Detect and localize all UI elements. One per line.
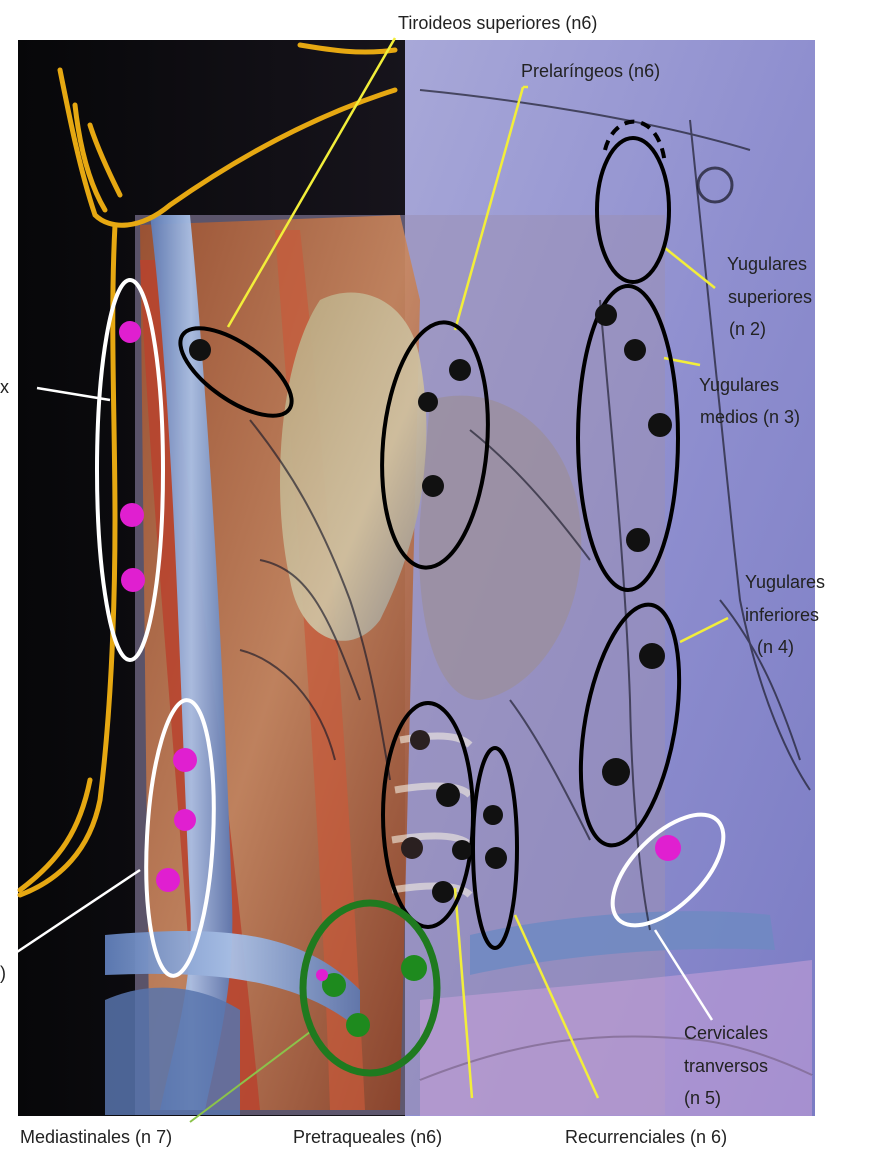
lymph-node [189, 339, 211, 361]
lymph-node [121, 568, 145, 592]
lymph-node [410, 730, 430, 750]
lymph-node [401, 955, 427, 981]
lymph-node [648, 413, 672, 437]
lymph-node [422, 475, 444, 497]
lymph-node [401, 837, 423, 859]
label-left-cut-bottom: ) [0, 962, 6, 984]
lymph-node [485, 847, 507, 869]
lymph-node [436, 783, 460, 807]
lymph-node [624, 339, 646, 361]
label-cervicales-transversos-2: tranversos [684, 1055, 768, 1077]
label-yugulares-inferiores-2: inferiores [745, 604, 819, 626]
label-cervicales-transversos-3: (n 5) [684, 1087, 721, 1109]
lymph-node [602, 758, 630, 786]
lymph-node [173, 748, 197, 772]
lymph-node [655, 835, 681, 861]
lymph-node [346, 1013, 370, 1037]
lymph-node [174, 809, 196, 831]
label-yugulares-medios-2: medios (n 3) [700, 406, 800, 428]
lymph-node [119, 321, 141, 343]
lymph-node [452, 840, 472, 860]
label-yugulares-inferiores-1: Yugulares [745, 571, 825, 593]
lymph-node [449, 359, 471, 381]
lymph-node [432, 881, 454, 903]
label-yugulares-superiores-2: superiores [728, 286, 812, 308]
lymph-node [483, 805, 503, 825]
label-tiroideos-superiores: Tiroideos superiores (n6) [398, 12, 597, 34]
label-pretraqueales: Pretraqueales (n6) [293, 1126, 442, 1148]
label-yugulares-superiores-3: (n 2) [729, 318, 766, 340]
lymph-node [418, 392, 438, 412]
lymph-node [316, 969, 328, 981]
label-cervicales-transversos-1: Cervicales [684, 1022, 768, 1044]
label-yugulares-inferiores-3: (n 4) [757, 636, 794, 658]
label-left-cut-top: x [0, 376, 9, 398]
label-recurrenciales: Recurrenciales (n 6) [565, 1126, 727, 1148]
lymph-node [595, 304, 617, 326]
label-yugulares-medios-1: Yugulares [699, 374, 779, 396]
lymph-node [626, 528, 650, 552]
label-prelaringeos: Prelaríngeos (n6) [521, 60, 660, 82]
lymph-node [156, 868, 180, 892]
label-yugulares-superiores-1: Yugulares [727, 253, 807, 275]
lymph-node [120, 503, 144, 527]
label-mediastinales: Mediastinales (n 7) [20, 1126, 172, 1148]
lymph-node [639, 643, 665, 669]
